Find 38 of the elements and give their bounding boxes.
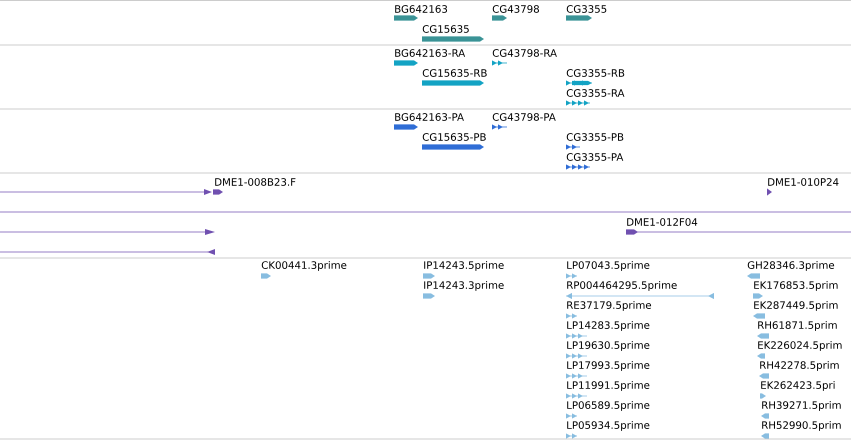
feature-label: BG642163-PA	[395, 113, 464, 121]
feature-label: DME1-008B23.F	[215, 178, 296, 186]
feature-label: CG3355	[566, 5, 606, 13]
feature-label: LP14283.5prime	[567, 321, 650, 331]
feature-label: GH28346.3prime	[748, 261, 834, 271]
feature-label: DME1-010P24	[768, 178, 838, 186]
feature-label: LP17993.5prime	[567, 361, 650, 371]
feature-label: BG642163-RA	[395, 49, 466, 57]
feature-label: CG43798-PA	[492, 113, 556, 121]
feature-label: IP14243.3prime	[424, 281, 504, 291]
feature-label: RH42278.5prim	[760, 361, 839, 371]
feature-label: CG43798	[492, 5, 539, 13]
feature-label: EK262423.5pri	[761, 381, 835, 391]
feature-label: RH52990.5prim	[762, 421, 841, 431]
feature-label: EK226024.5prim	[758, 341, 842, 351]
feature-label: CG15635-RB	[422, 69, 487, 77]
feature-label: LP06589.5prime	[567, 401, 650, 411]
feature-label: LP05934.5prime	[567, 421, 650, 431]
feature-label: CG3355-RB	[566, 69, 624, 77]
feature-label: CG15635	[422, 25, 469, 33]
feature-label: CG3355-RA	[566, 89, 624, 97]
feature-label: EK176853.5prim	[754, 281, 838, 291]
feature-label: CG3355-PB	[566, 133, 624, 141]
feature-label: CG43798-RA	[492, 49, 557, 57]
feature-label: CG3355-PA	[566, 153, 624, 161]
feature-label: LP11991.5prime	[567, 381, 650, 391]
feature-label: CK00441.3prime	[262, 261, 346, 271]
feature-label: LP19630.5prime	[567, 341, 650, 351]
feature-label: CG15635-PB	[422, 133, 486, 141]
feature-label: IP14243.5prime	[424, 261, 504, 271]
feature-label: RH61871.5prim	[758, 321, 837, 331]
feature-label: LP07043.5prime	[567, 261, 650, 271]
feature-label: RP004464295.5prime	[567, 281, 677, 291]
feature-label: EK287449.5prim	[754, 301, 838, 311]
feature-label: RE37179.5prime	[567, 301, 652, 311]
feature-label: RH39271.5prim	[762, 401, 841, 411]
feature-label: DME1-012F04	[627, 218, 698, 226]
feature-label: BG642163	[395, 5, 448, 13]
